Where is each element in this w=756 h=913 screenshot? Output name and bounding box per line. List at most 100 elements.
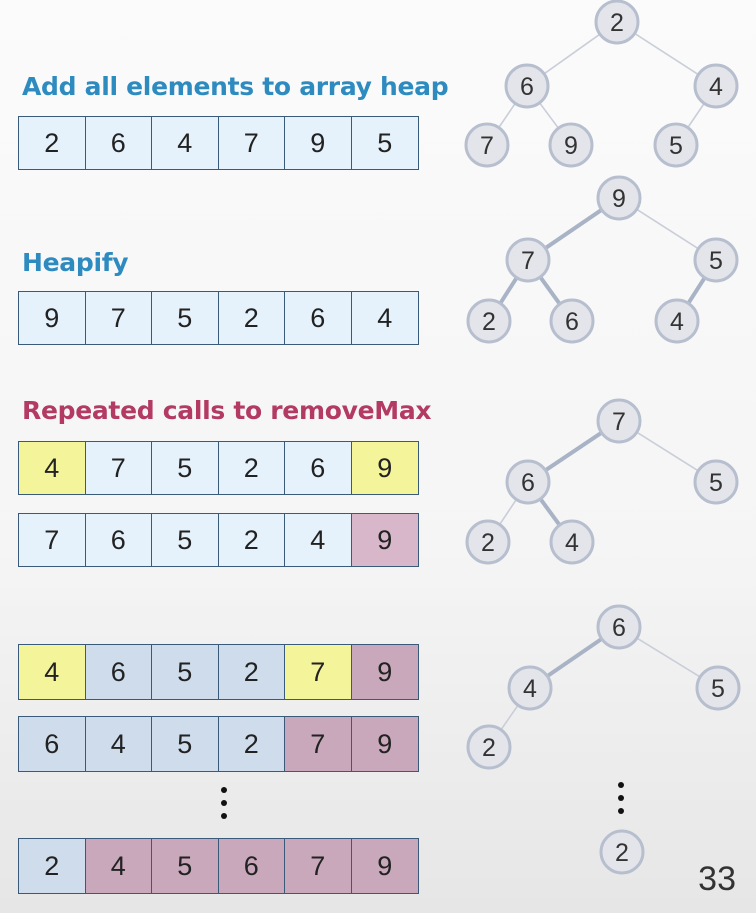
tree-node: [466, 724, 512, 770]
array-cell: 5: [351, 117, 418, 169]
tree-node-label: 2: [610, 9, 624, 37]
tree-node: [549, 519, 595, 565]
tree-node: [693, 459, 739, 505]
tree-node: [596, 604, 642, 650]
tree-node-label: 2: [482, 308, 496, 336]
array-cell: 6: [19, 717, 86, 771]
array-cell: 6: [285, 442, 352, 494]
array-cell: 4: [85, 839, 152, 893]
array-cell: 6: [85, 514, 152, 566]
tree-node: [466, 298, 512, 344]
tree-edge: [498, 276, 519, 305]
array-cell: 4: [85, 717, 152, 771]
array-cell: 7: [85, 292, 152, 344]
heap-tree: 2: [599, 829, 645, 875]
tree-edge: [538, 102, 560, 129]
array-cell: 4: [285, 514, 352, 566]
tree-node-label: 5: [709, 247, 723, 275]
array-cell: 7: [285, 717, 352, 771]
tree-node: [504, 63, 550, 109]
tree-node-label: 7: [521, 247, 535, 275]
tree-edge: [687, 102, 705, 129]
array-cell: 5: [152, 717, 219, 771]
tree-node: [693, 237, 739, 283]
tree-edge: [636, 431, 699, 472]
array-cell: 2: [218, 442, 285, 494]
tree-edge: [500, 704, 519, 731]
array-cell: 2: [218, 514, 285, 566]
section-title-heapify: Heapify: [22, 248, 129, 277]
tree-edge: [498, 499, 518, 525]
page-number: 33: [698, 860, 736, 898]
section-title-removemax: Repeated calls to removeMax: [22, 396, 432, 425]
tree-node-label: 9: [564, 132, 578, 160]
tree-node: [599, 829, 645, 875]
array-cell: 4: [19, 442, 86, 494]
tree-node-label: 2: [482, 734, 496, 762]
array-cell: 9: [285, 117, 352, 169]
tree-edge: [544, 208, 603, 250]
tree-node: [653, 122, 699, 168]
array-cell: 4: [152, 117, 219, 169]
tree-ellipsis-icon: [618, 782, 624, 814]
tree-node-label: 7: [480, 132, 494, 160]
tree-node: [594, 0, 640, 45]
tree-node: [693, 63, 739, 109]
tree-node-label: 2: [481, 529, 495, 557]
tree-node-label: 5: [709, 469, 723, 497]
tree-edge: [538, 275, 562, 306]
array-cell: 6: [85, 117, 152, 169]
array-cell: 2: [218, 717, 285, 771]
tree-node: [596, 175, 642, 221]
tree-node: [695, 665, 741, 711]
tree-edge: [546, 637, 603, 678]
array-cell: 9: [351, 717, 418, 771]
array-cell: 9: [351, 839, 418, 893]
tree-node-label: 6: [521, 469, 535, 497]
array-cell: 9: [351, 442, 418, 494]
array-cell: 2: [218, 645, 285, 699]
tree-edge: [544, 431, 603, 472]
tree-node-label: 6: [520, 73, 534, 101]
array-cell: 6: [85, 645, 152, 699]
tree-node: [505, 237, 551, 283]
tree-node: [596, 398, 642, 444]
tree-node-label: 2: [615, 839, 629, 867]
tree-edge: [636, 208, 699, 250]
array-cell: 6: [218, 839, 285, 893]
tree-node: [654, 298, 700, 344]
tree-node-label: 4: [709, 73, 723, 101]
tree-edge: [538, 497, 562, 527]
array-cell: 9: [351, 645, 418, 699]
section-title-add: Add all elements to array heap: [22, 72, 449, 101]
tree-node-label: 6: [565, 308, 579, 336]
tree-node-label: 5: [711, 675, 725, 703]
heap-tree: 6 4 5 2: [466, 604, 741, 770]
tree-node-label: 4: [670, 308, 684, 336]
array-cell: 2: [19, 839, 86, 893]
tree-node-label: 4: [523, 675, 537, 703]
array-cell: 7: [85, 442, 152, 494]
tree-node: [507, 665, 553, 711]
tree-node-label: 6: [612, 614, 626, 642]
tree-node-label: 7: [612, 408, 626, 436]
array-cell: 4: [351, 292, 418, 344]
array-cell: 5: [152, 442, 219, 494]
heap-tree: 9 7 5 2 6 4: [466, 175, 739, 344]
tree-node: [549, 298, 595, 344]
tree-node: [464, 122, 510, 168]
tree-edge: [634, 32, 699, 76]
tree-node-label: 9: [612, 185, 626, 213]
array-cell: 9: [351, 514, 418, 566]
array-cell: 5: [152, 514, 219, 566]
